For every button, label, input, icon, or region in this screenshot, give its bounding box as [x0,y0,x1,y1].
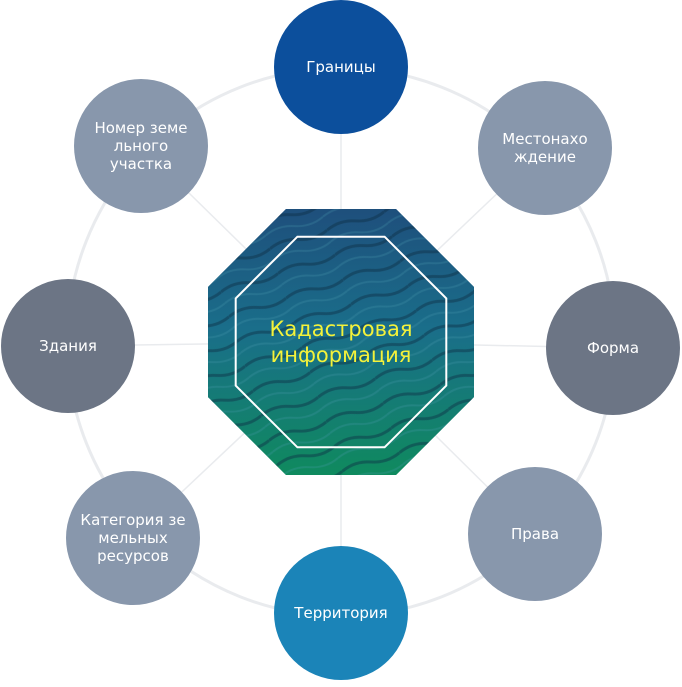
node-label: Права [511,525,559,543]
node-label-line: Форма [587,339,639,357]
node-label-line: Номер земе [94,119,187,137]
node-circle [1,279,135,413]
node-label-line: льного [114,137,168,155]
node-label-line: Границы [306,58,375,76]
node-label-line: участка [110,155,172,173]
node-label: Границы [306,58,375,76]
center-title-line: информация [271,343,412,367]
node-circle [274,546,408,680]
node-circle [546,281,680,415]
node-label: Здания [39,337,97,355]
center-title-line: Кадастровая [269,317,412,341]
terrace-texture [208,209,474,475]
node-label-line: Права [511,525,559,543]
node-label: Форма [587,339,639,357]
node-rights: Права [468,467,602,601]
node-label-line: ресурсов [97,547,169,565]
node-circle [478,81,612,215]
node-label-line: мельных [98,529,168,547]
node-label-line: Категория зе [80,511,185,529]
node-circle [74,79,208,213]
node-circle [468,467,602,601]
node-label-line: Территория [293,604,387,622]
node-circle [66,471,200,605]
node-buildings: Здания [1,279,135,413]
node-circle [274,0,408,134]
node-label-line: Местонахо [502,130,587,148]
node-label-line: Здания [39,337,97,355]
node-label-line: ждение [514,148,576,166]
node-label: Территория [293,604,387,622]
inner-octagon-outline [234,235,448,449]
node-shape: Форма [546,281,680,415]
node-territory: Территория [274,546,408,680]
node-boundaries: Границы [274,0,408,134]
